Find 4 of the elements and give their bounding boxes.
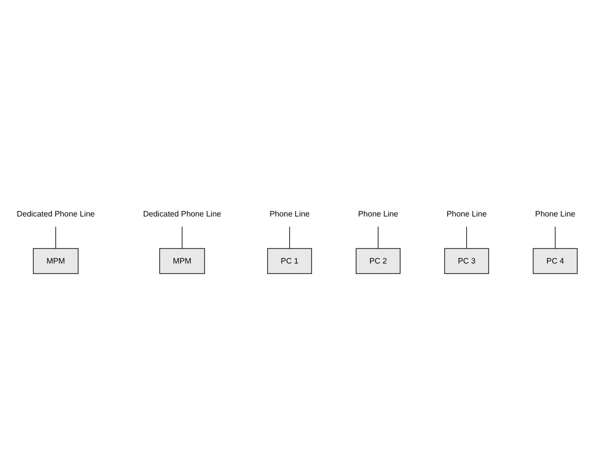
connector [289, 226, 290, 249]
connector [554, 226, 556, 249]
connector [466, 226, 468, 249]
connector [55, 226, 56, 249]
